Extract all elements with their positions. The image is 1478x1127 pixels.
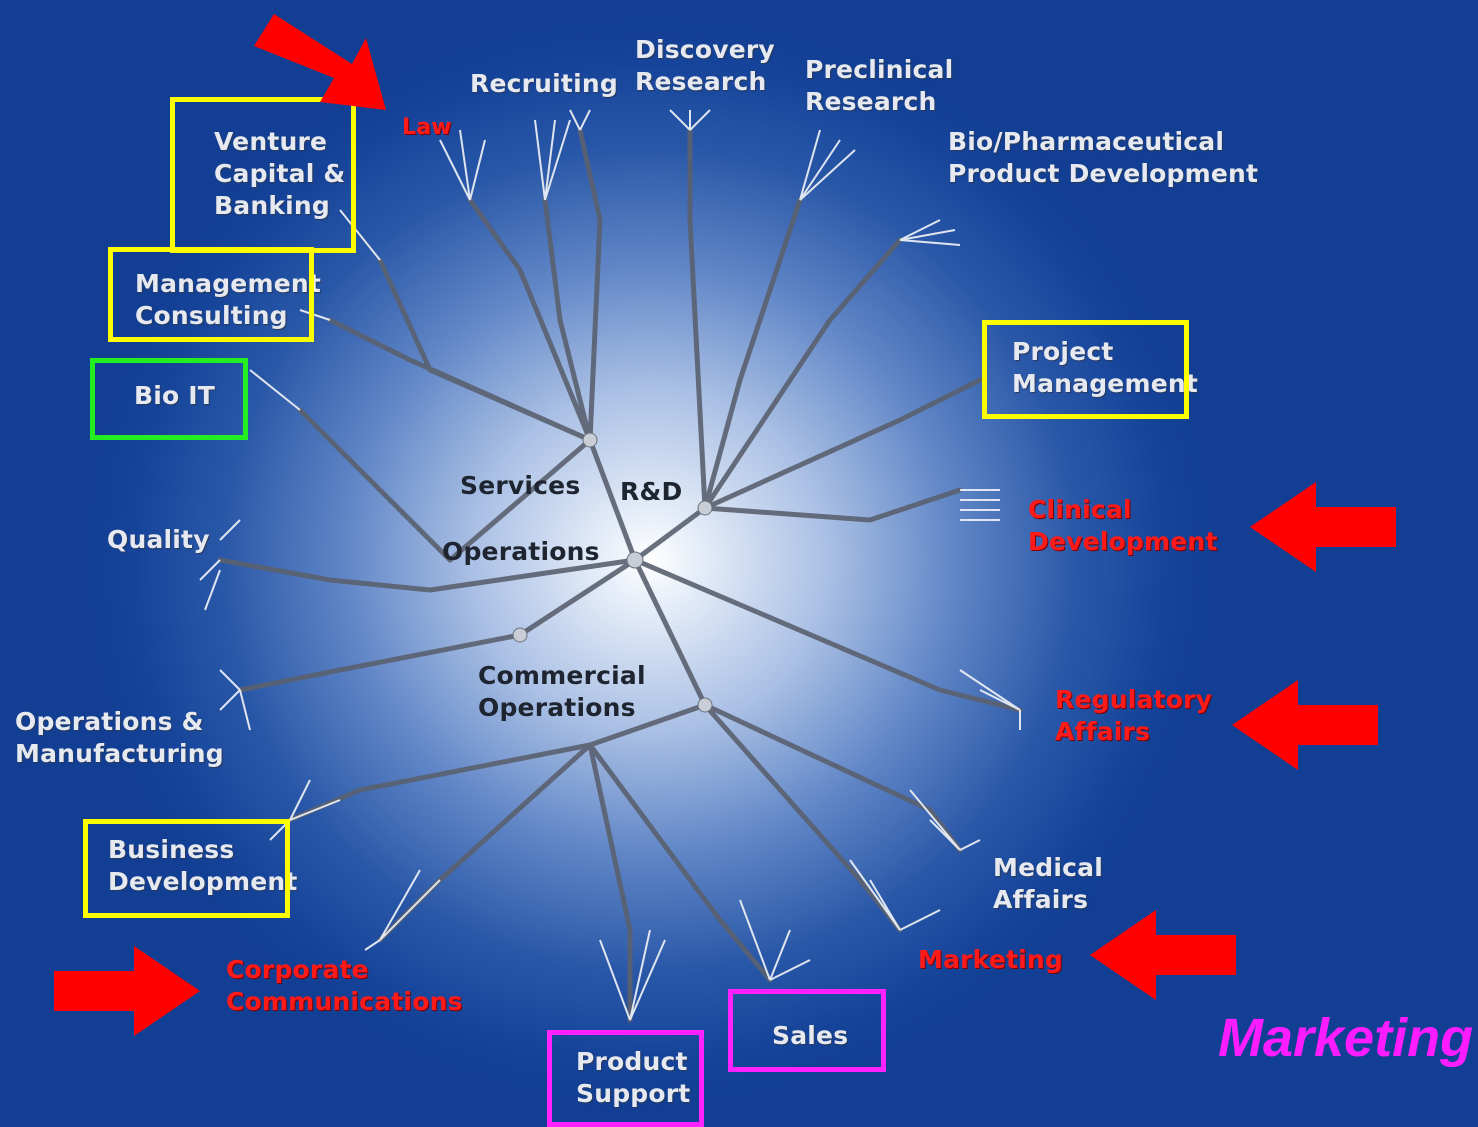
label-clinical-development: Clinical Development xyxy=(1028,495,1218,556)
label-sales: Sales xyxy=(772,1021,849,1050)
label-services: Services xyxy=(460,471,581,500)
label-regulatory-affairs: Regulatory Affairs xyxy=(1055,685,1213,746)
label-marketing-branch: Marketing xyxy=(918,945,1064,974)
label-bio-pharmaceutical-product-development: Bio/Pharmaceutical Product Development xyxy=(948,127,1259,188)
highlight-box-project-management xyxy=(982,320,1189,419)
label-rnd: R&D xyxy=(620,477,683,506)
label-business-development: Business Development xyxy=(108,835,298,896)
label-operations: Operations xyxy=(442,537,600,566)
label-corporate-communications: Corporate Communications xyxy=(226,955,463,1016)
label-bio-it: Bio IT xyxy=(134,381,216,410)
label-preclinical-research: Preclinical Research xyxy=(805,55,954,116)
label-commercial-operations: Commercial Operations xyxy=(478,661,646,722)
label-medical-affairs: Medical Affairs xyxy=(993,853,1103,914)
label-venture-capital-banking: Venture Capital & Banking xyxy=(214,127,346,220)
highlight-box-business-development xyxy=(83,819,290,918)
highlight-box-product-support xyxy=(547,1030,704,1127)
marketing-highlight-title: Marketing xyxy=(1218,1008,1474,1068)
label-law: Law xyxy=(402,115,452,140)
arrow-to-clinical-development-icon xyxy=(1250,482,1396,572)
arrow-to-corporate-communications-icon xyxy=(54,946,200,1036)
highlight-box-sales xyxy=(728,989,886,1072)
highlight-box-bio-it xyxy=(90,358,248,440)
arrow-to-regulatory-affairs-icon xyxy=(1232,680,1378,770)
label-project-management: Project Management xyxy=(1012,337,1199,398)
label-management-consulting: Management Consulting xyxy=(135,269,322,330)
arrow-to-marketing-icon xyxy=(1090,910,1236,1000)
label-discovery-research: Discovery Research xyxy=(635,35,775,96)
highlight-box-management-consulting xyxy=(108,247,314,342)
label-product-support: Product Support xyxy=(576,1047,691,1108)
highlight-box-venture-capital xyxy=(170,97,356,253)
label-recruiting: Recruiting xyxy=(470,69,618,98)
label-operations-manufacturing: Operations & Manufacturing xyxy=(15,707,224,768)
arrow-to-law-icon xyxy=(254,14,386,110)
label-quality: Quality xyxy=(107,525,210,554)
